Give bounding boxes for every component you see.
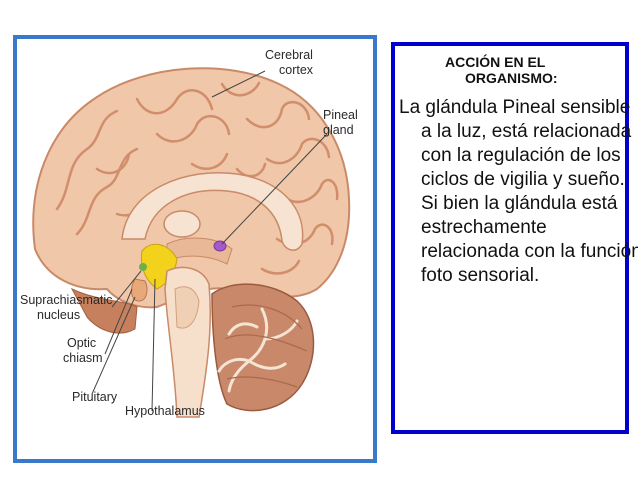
cerebellum bbox=[211, 283, 315, 412]
label-optic-chiasm-line1: Optic bbox=[67, 336, 96, 350]
label-hypothalamus: Hypothalamus bbox=[125, 404, 205, 418]
label-cerebral-cortex-line2: cortex bbox=[279, 63, 314, 77]
label-suprachiasmatic-line1: Suprachiasmatic bbox=[20, 293, 112, 307]
label-pineal-line1: Pineal bbox=[323, 108, 358, 122]
pituitary-gland bbox=[131, 278, 148, 302]
text-panel: ACCIÓN EN EL ORGANISMO: La glándula Pine… bbox=[391, 42, 638, 434]
pineal-gland-shape bbox=[213, 240, 227, 252]
label-optic-chiasm-line2: chiasm bbox=[63, 351, 103, 365]
label-pointer-lines bbox=[91, 70, 328, 412]
label-pineal-line2: gland bbox=[323, 123, 354, 137]
panel-title: ACCIÓN EN EL ORGANISMO: bbox=[445, 54, 625, 86]
label-suprachiasmatic-line2: nucleus bbox=[37, 308, 80, 322]
label-cerebral-cortex-line1: Cerebral bbox=[265, 48, 313, 62]
brain-sagittal-illustration: Cerebral cortex Pineal gland Suprachiasm… bbox=[20, 48, 358, 418]
cortex-gyri bbox=[55, 81, 339, 275]
panel-title-line2: ORGANISMO: bbox=[465, 70, 558, 86]
suprachiasmatic-nucleus bbox=[139, 263, 147, 271]
label-pituitary: Pituitary bbox=[72, 390, 118, 404]
corpus-callosum bbox=[121, 172, 304, 251]
thalamus bbox=[163, 210, 201, 238]
panel-title-line1: ACCIÓN EN EL bbox=[445, 54, 546, 70]
panel-body-text: La glándula Pineal sensible a la luz, es… bbox=[399, 97, 638, 286]
brain-diagram-frame: Cerebral cortex Pineal gland Suprachiasm… bbox=[13, 35, 377, 463]
